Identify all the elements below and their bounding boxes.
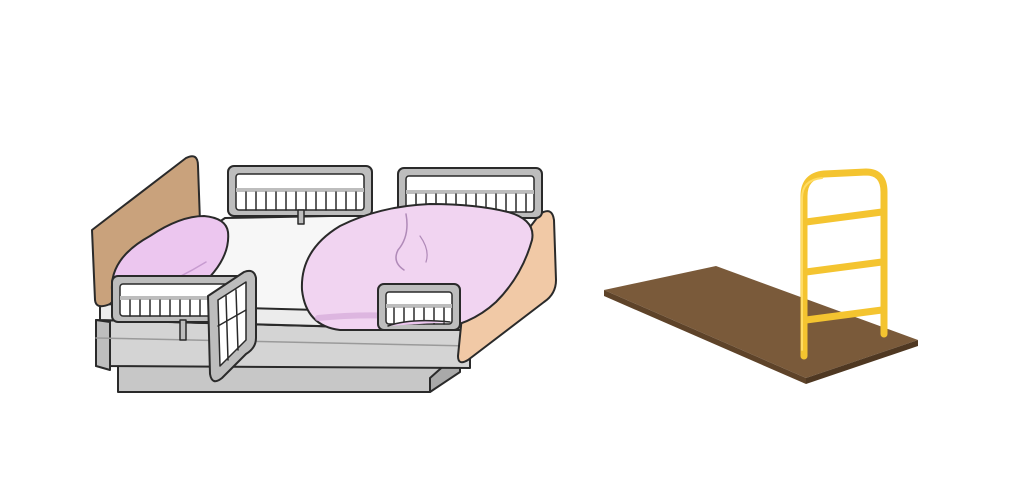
front-rail-right <box>377 283 461 331</box>
assist-grip <box>207 269 257 383</box>
care-bed <box>91 155 557 393</box>
rear-rail-left <box>227 165 373 225</box>
standing-handrail <box>604 168 918 384</box>
handrail-highlight <box>801 177 823 351</box>
handrail-base-plate <box>604 266 918 384</box>
